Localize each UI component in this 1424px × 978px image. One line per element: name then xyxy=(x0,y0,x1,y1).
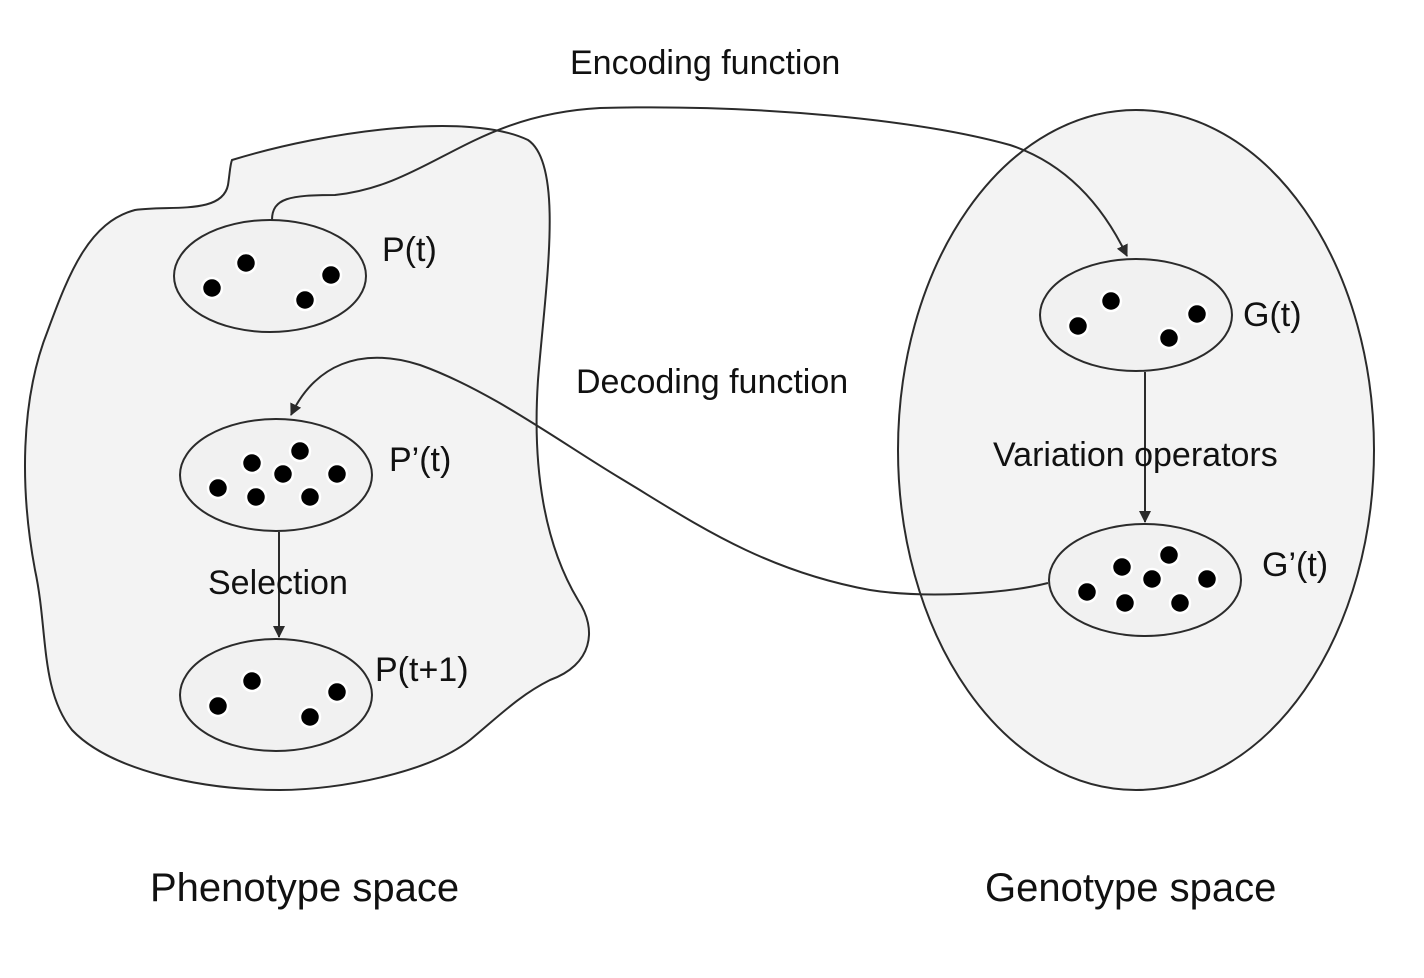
g-t-label: G(t) xyxy=(1243,296,1302,334)
encoding-function-label: Encoding function xyxy=(570,44,840,82)
genotype-space-label: Genotype space xyxy=(985,866,1276,910)
population-p-t1 xyxy=(179,638,373,752)
p-prime-t-label: P’(t) xyxy=(389,441,451,479)
dots-p-t xyxy=(200,251,343,312)
g-prime-t-label: G’(t) xyxy=(1262,546,1328,584)
dots-g-prime-t xyxy=(1075,543,1219,615)
decoding-arrow xyxy=(290,356,1049,596)
population-p-t xyxy=(173,219,367,333)
genotype-space-region xyxy=(897,109,1375,791)
selection-label: Selection xyxy=(208,564,348,602)
p-t1-label: P(t+1) xyxy=(375,651,469,689)
variation-operators-label: Variation operators xyxy=(993,436,1278,474)
encoding-arrow xyxy=(271,106,1128,257)
p-t-label: P(t) xyxy=(382,231,437,269)
dots-g-t xyxy=(1066,289,1209,350)
phenotype-space-label: Phenotype space xyxy=(150,866,459,910)
dots-p-prime-t xyxy=(206,439,349,509)
decoding-function-label: Decoding function xyxy=(576,363,848,401)
dots-p-t1 xyxy=(206,669,349,729)
population-g-t xyxy=(1039,258,1233,372)
